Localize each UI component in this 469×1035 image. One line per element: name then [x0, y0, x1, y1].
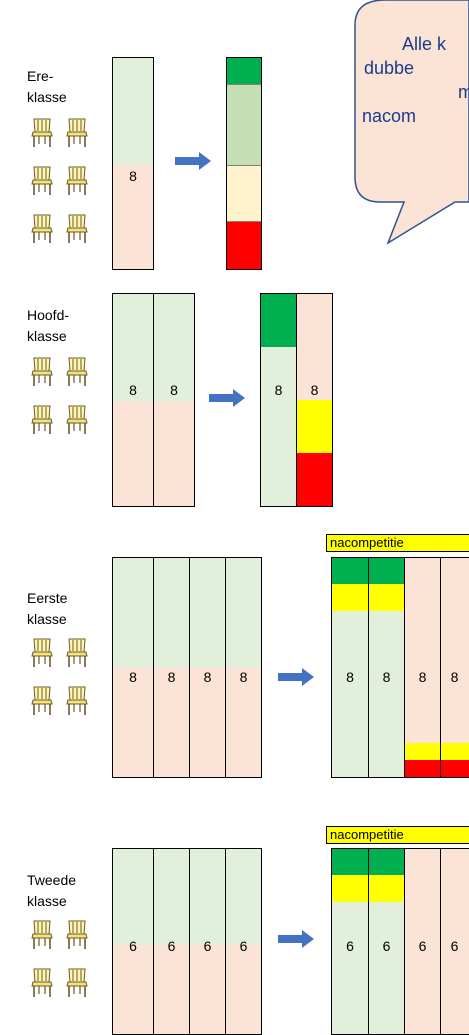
chair-icon [65, 638, 89, 673]
callout-line: nacom [362, 106, 417, 126]
chair-icon [65, 357, 89, 392]
after-column: 6 [440, 848, 469, 1035]
column-value: 8 [170, 382, 178, 398]
after-column [226, 57, 262, 270]
callout-line: Alle k [402, 34, 447, 54]
chair-icon [65, 405, 89, 440]
tier-label-eerste-klasse: Eerste klasse [27, 590, 68, 627]
column-value: 8 [167, 669, 176, 685]
tier-label-tweede-klasse: Tweede klasse [27, 872, 77, 909]
chair-icon [30, 920, 54, 955]
column-value: 8 [129, 382, 137, 398]
column-value: 6 [167, 938, 176, 954]
callout-line: dubbe [364, 58, 415, 78]
callout-line: m [458, 82, 469, 102]
before-column: 8 [153, 557, 190, 778]
arrow-icon [175, 152, 211, 170]
chair-icon [65, 920, 89, 955]
chair-icon [30, 968, 54, 1003]
chair-icon [30, 166, 54, 201]
chair-icon [30, 214, 54, 249]
chair-icon [65, 686, 89, 721]
column-value: 8 [239, 669, 248, 685]
before-column: 6 [112, 848, 154, 1035]
column-value: 6 [239, 938, 248, 954]
column-value: 8 [129, 669, 137, 685]
before-column: 8 [112, 557, 154, 778]
nacompetitie-tag: nacompetitie [326, 826, 469, 844]
chairs-tweede-klasse [30, 920, 100, 1020]
tier-label-hoofdklasse: Hoofd- klasse [27, 307, 70, 344]
before-column: 8 [112, 57, 154, 270]
after-column: 6 [368, 848, 405, 1035]
arrow-icon [278, 930, 314, 948]
after-column: 8 [404, 557, 441, 778]
chairs-ereklasse [30, 118, 100, 268]
column-value: 8 [274, 382, 283, 398]
chair-icon [30, 405, 54, 440]
tier-label-ereklasse: Ere- klasse [27, 68, 67, 105]
after-column: 8 [368, 557, 405, 778]
after-column: 8 [440, 557, 469, 778]
chair-icon [65, 968, 89, 1003]
column-value: 6 [203, 938, 212, 954]
before-column: 8 [225, 557, 262, 778]
column-value: 8 [310, 382, 319, 398]
before-column: 8 [189, 557, 226, 778]
before-column: 6 [189, 848, 226, 1035]
after-column: 6 [331, 848, 369, 1035]
column-value: 8 [346, 669, 354, 685]
chairs-hoofdklasse [30, 357, 100, 457]
column-value: 8 [450, 669, 459, 685]
before-column: 6 [153, 848, 190, 1035]
chair-icon [65, 118, 89, 153]
after-column: 8 [260, 293, 297, 507]
arrow-icon [209, 389, 245, 407]
arrow-icon [278, 668, 314, 686]
before-column: 6 [225, 848, 262, 1035]
column-value: 8 [203, 669, 212, 685]
column-value: 8 [129, 168, 137, 184]
chair-icon [65, 214, 89, 249]
chair-icon [30, 686, 54, 721]
nacompetitie-tag: nacompetitie [326, 534, 469, 552]
callout-text: Alle k dubbe m nacom [355, 32, 469, 128]
after-column: 8 [296, 293, 333, 507]
column-value: 6 [129, 938, 137, 954]
column-value: 6 [346, 938, 354, 954]
after-column: 8 [331, 557, 369, 778]
before-column: 8 [153, 293, 195, 507]
column-value: 6 [382, 938, 391, 954]
after-column: 6 [404, 848, 441, 1035]
chair-icon [30, 357, 54, 392]
chair-icon [30, 638, 54, 673]
column-value: 8 [418, 669, 427, 685]
column-value: 6 [450, 938, 459, 954]
chair-icon [30, 118, 54, 153]
column-value: 6 [418, 938, 427, 954]
before-column: 8 [112, 293, 154, 507]
chairs-eerste-klasse [30, 638, 100, 738]
column-value: 8 [382, 669, 391, 685]
chair-icon [65, 166, 89, 201]
callout-bubble [354, 0, 469, 245]
